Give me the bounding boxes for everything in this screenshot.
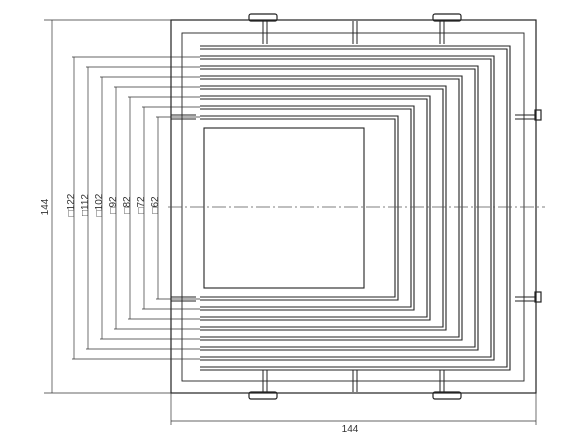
step-outline-0-1	[200, 48, 508, 368]
step-outline-4-0	[200, 85, 447, 331]
step-label-72: □72	[136, 196, 147, 214]
step-outline-4-1	[200, 88, 444, 328]
step-outline-1-0	[200, 55, 495, 361]
step-label-82: □82	[122, 196, 133, 214]
step-outline-3-0	[200, 75, 463, 341]
step-label-102: □102	[94, 193, 105, 216]
step-outline-2-0	[200, 65, 479, 351]
step-label-62: □62	[150, 196, 161, 214]
step-outline-0-0	[200, 45, 511, 371]
step-outline-6-1	[200, 108, 412, 308]
outer-frame	[170, 13, 542, 400]
step-label-122: □122	[66, 193, 77, 216]
overall-height-label: 144	[40, 198, 51, 215]
step-dimension-lines	[73, 57, 159, 359]
step-outline-3-1	[200, 78, 460, 338]
inner-window	[203, 127, 365, 289]
step-label-92: □92	[108, 196, 119, 214]
overall-width-label: 144	[342, 424, 359, 435]
step-label-112: □112	[80, 194, 91, 216]
step-leaders	[72, 56, 200, 360]
outer-frame-rect	[170, 19, 537, 394]
step-outline-7-0	[200, 115, 399, 301]
stepped-squares	[200, 45, 511, 371]
step-labels: □122 □112 □102 □92 □82 □72 □62	[66, 193, 161, 216]
step-outline-7-1	[200, 118, 396, 298]
step-outline-1-1	[200, 58, 492, 358]
bottom-clip-right	[432, 391, 462, 400]
step-outline-2-1	[200, 68, 476, 348]
step-outline-5-0	[200, 95, 431, 321]
step-outline-6-0	[200, 105, 415, 311]
step-outline-5-1	[200, 98, 428, 318]
overall-width-dimension	[170, 393, 537, 425]
top-clip-right	[432, 13, 462, 22]
frame-ribs	[171, 21, 536, 392]
overall-height-dimension	[44, 19, 171, 394]
